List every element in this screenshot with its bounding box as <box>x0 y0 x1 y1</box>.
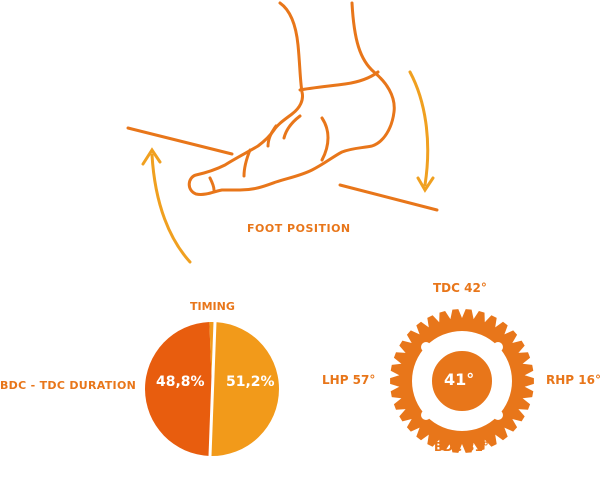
rotation-arrow-left <box>141 147 192 264</box>
chainring-icon <box>390 309 534 453</box>
tdc-angle-label: TDC 42° <box>433 281 487 295</box>
foot-position-label: FOOT POSITION <box>247 222 351 235</box>
pie-slice-label-left: 48,8% <box>156 374 205 390</box>
pedal-line-left <box>126 126 234 156</box>
rhp-angle-label: RHP 16° <box>546 373 600 387</box>
pie-slice-label-right: 51,2% <box>226 374 275 390</box>
pedal-line-right <box>338 183 439 212</box>
pie-divider <box>208 321 217 457</box>
foot-illustration <box>187 1 396 196</box>
lhp-angle-label: LHP 57° <box>322 373 376 387</box>
pie-slice-bdc-tdc <box>144 322 212 456</box>
rotation-arrow-right <box>408 70 435 193</box>
pie-slice-tdc-bdc <box>209 322 279 457</box>
bdc-angle-label: BDC 31° <box>434 440 489 454</box>
bdc-tdc-duration-label: BDC - TDC DURATION <box>0 379 137 392</box>
chainring-center-angle: 41° <box>444 370 475 389</box>
timing-title: TIMING <box>190 300 235 313</box>
timing-pie-chart <box>144 321 279 457</box>
